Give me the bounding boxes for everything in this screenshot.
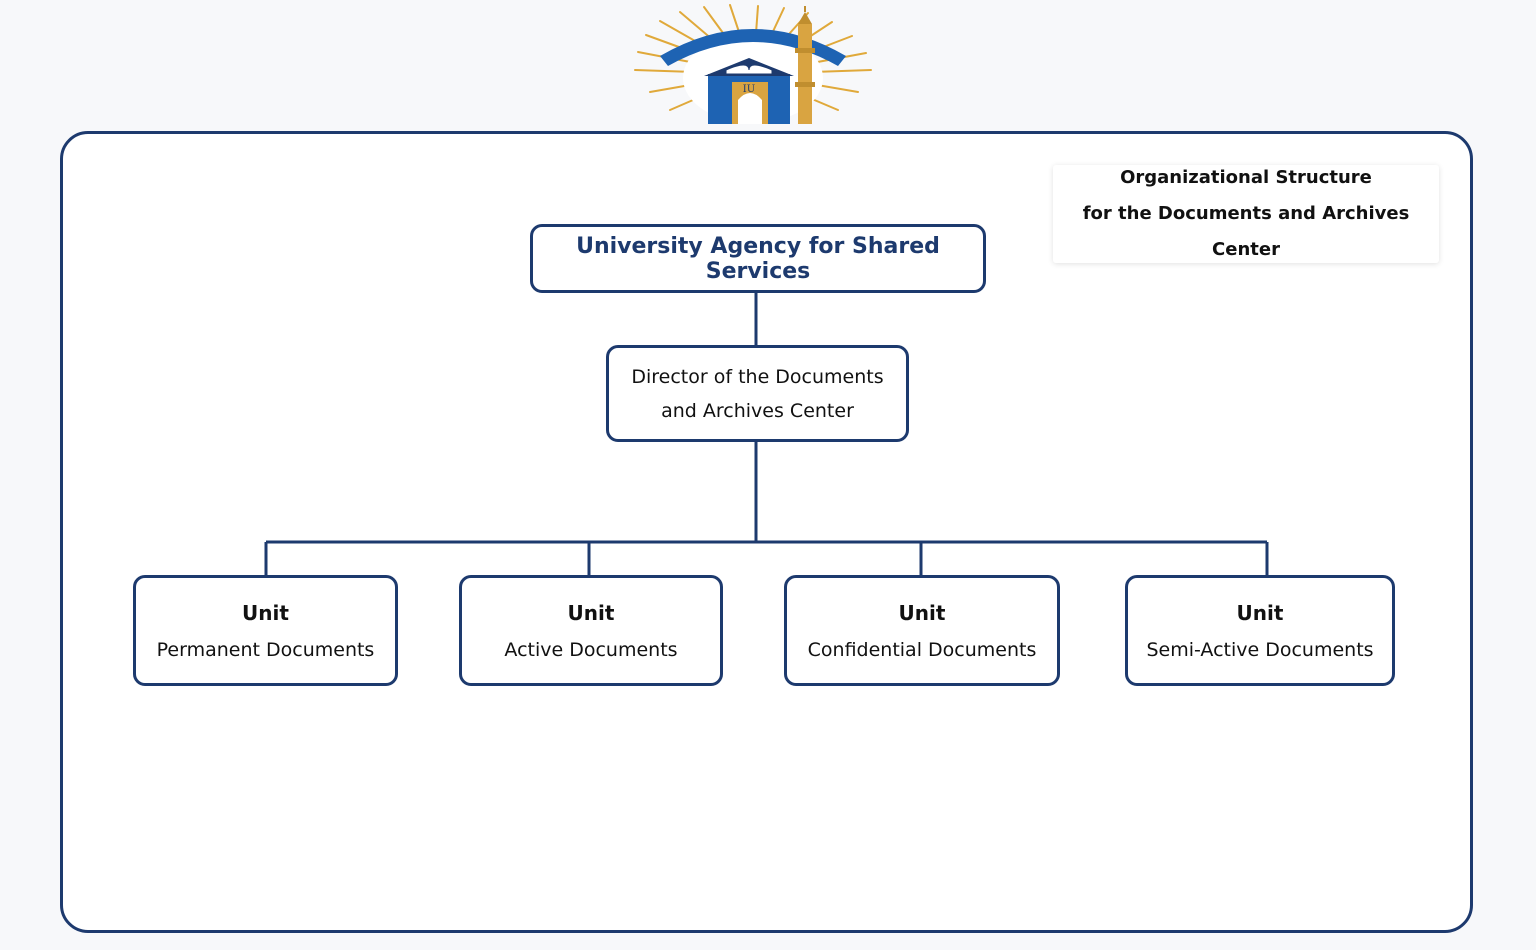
university-logo: IU [634, 4, 872, 124]
unit-name-label: Semi-Active Documents [1146, 638, 1374, 661]
logo-minaret [798, 24, 812, 124]
unit-name-label: Confidential Documents [807, 638, 1037, 661]
unit-name-label: Permanent Documents [156, 638, 375, 661]
unit-kind-label: Unit [1236, 600, 1284, 625]
unit-kind-label: Unit [242, 600, 289, 625]
unit-name-label: Active Documents [504, 638, 678, 661]
chart-title-line2: for the Documents and Archives Center [1082, 203, 1410, 260]
node-unit-semi-active: Unit Semi-Active Documents [1125, 575, 1395, 686]
node-director: Director of the Documents and Archives C… [606, 345, 909, 442]
chart-title-line1: Organizational Structure [1120, 167, 1372, 188]
unit-kind-label: Unit [898, 600, 946, 625]
node-director-line1: Director of the Documents [631, 365, 884, 388]
node-unit-permanent: Unit Permanent Documents [133, 575, 398, 686]
node-university-agency: University Agency for Shared Services [530, 224, 986, 293]
svg-text:IU: IU [743, 84, 755, 95]
logo-arch [738, 93, 762, 124]
chart-title-card: Organizational Structure for the Documen… [1053, 165, 1439, 263]
node-unit-active: Unit Active Documents [459, 575, 723, 686]
unit-kind-label: Unit [567, 600, 615, 625]
node-university-agency-label: University Agency for Shared Services [576, 233, 940, 284]
node-director-line2: and Archives Center [661, 399, 854, 422]
logo-book [725, 64, 773, 75]
node-unit-confidential: Unit Confidential Documents [784, 575, 1060, 686]
